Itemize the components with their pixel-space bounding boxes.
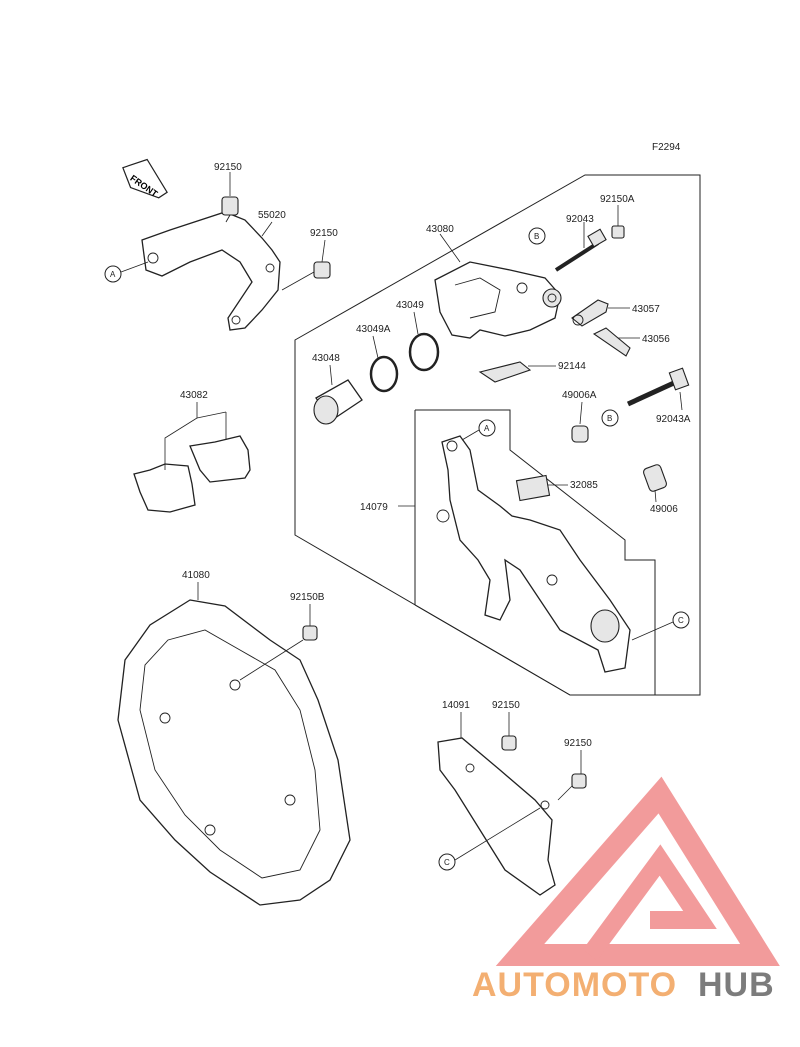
lbl-43056: 43056	[642, 334, 670, 345]
lbl-43080: 43080	[426, 224, 454, 235]
figure-code: F2294	[652, 142, 681, 153]
disc-guard-14091	[437, 737, 556, 896]
pin-92043	[554, 228, 607, 272]
bolt-92150-low2	[557, 773, 587, 801]
lbl-92144: 92144	[558, 361, 586, 372]
lbl-43048: 43048	[312, 353, 340, 364]
lbl-92150b: 92150B	[290, 592, 325, 603]
lbl-32085: 32085	[570, 480, 598, 491]
caliper-holder-14079	[436, 435, 631, 673]
seal-43049	[408, 332, 440, 372]
caliper-bracket-55020	[141, 211, 281, 331]
lbl-14079: 14079	[360, 502, 388, 513]
pin-92043a	[626, 367, 690, 407]
seal-43049a	[369, 355, 399, 393]
bleeder-valve-43056	[592, 327, 631, 357]
lbl-43049a: 43049A	[356, 324, 391, 335]
caliper-body-43080	[434, 261, 562, 339]
ref-c-right: C	[631, 611, 690, 641]
lbl-92043a: 92043A	[656, 414, 691, 425]
ref-b-mid: B	[601, 409, 619, 427]
svg-text:B: B	[534, 232, 539, 241]
front-arrow-icon: FRONT	[122, 158, 168, 199]
bolt-92150-mid	[281, 261, 331, 291]
lbl-92150-low1: 92150	[492, 700, 520, 711]
bolt-92150b	[239, 625, 318, 681]
boot-49006a	[571, 425, 589, 443]
svg-text:A: A	[484, 424, 490, 433]
svg-text:C: C	[678, 616, 684, 625]
spring-92144	[478, 361, 532, 383]
bolt-92150-top	[221, 196, 239, 223]
lbl-43049: 43049	[396, 300, 424, 311]
ref-c-low: C	[438, 807, 541, 871]
plug-92150a	[611, 225, 625, 239]
bleeder-cap-43057	[571, 299, 609, 327]
pad-spring-32085	[515, 474, 551, 502]
lbl-49006a: 49006A	[562, 390, 597, 401]
lbl-92150-low2: 92150	[564, 738, 592, 749]
svg-text:B: B	[607, 414, 612, 423]
lbl-14091: 14091	[442, 700, 470, 711]
lbl-43057: 43057	[632, 304, 660, 315]
bracket-subframe	[415, 409, 656, 695]
ref-b-top: B	[528, 227, 546, 245]
lbl-55020: 55020	[258, 210, 286, 221]
lbl-92043: 92043	[566, 214, 594, 225]
logo-text-automoto: AUTOMOTO	[472, 966, 677, 1004]
boot-49006	[643, 464, 667, 492]
lbl-43082: 43082	[180, 390, 208, 401]
lbl-92150-mid: 92150	[310, 228, 338, 239]
ref-a-mid: A	[461, 419, 496, 441]
lbl-92150-top: 92150	[214, 162, 242, 173]
logo-text-hub: HUB	[698, 966, 775, 1004]
svg-text:C: C	[444, 858, 450, 867]
brake-disc-41080	[117, 599, 351, 906]
brake-pads-43082	[133, 435, 251, 513]
automotohub-logo-watermark: AUTOMOTO HUB	[472, 776, 780, 1004]
bolt-92150-low1	[501, 735, 517, 751]
lbl-92150a: 92150A	[600, 194, 635, 205]
piston-43048	[313, 379, 363, 425]
svg-text:A: A	[110, 270, 116, 279]
ref-a-left: A	[104, 261, 149, 283]
lbl-41080: 41080	[182, 570, 210, 581]
lbl-49006: 49006	[650, 504, 678, 515]
